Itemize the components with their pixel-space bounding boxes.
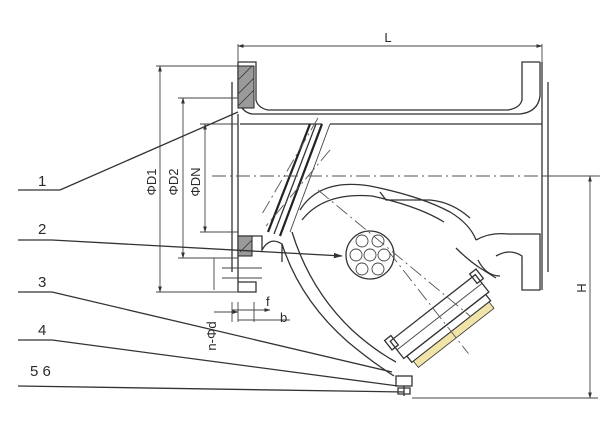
bolt-nut xyxy=(395,375,413,396)
callout-1: 1 xyxy=(38,173,46,190)
dimension-nd-label: n-Φd xyxy=(204,321,219,350)
dimension-D1-label: ΦD1 xyxy=(144,169,159,196)
flange-section xyxy=(237,65,255,257)
dimension-L-label: L xyxy=(384,30,391,45)
dimension-L: L xyxy=(237,30,543,62)
callout-4: 4 xyxy=(38,322,46,339)
dimension-diameters: ΦD1 ΦD2 ΦDN xyxy=(144,65,238,293)
screen-holes xyxy=(345,230,395,280)
dimension-D2-label: ΦD2 xyxy=(166,169,181,196)
dimension-H: H xyxy=(412,175,598,399)
callout-2: 2 xyxy=(38,221,46,238)
y-branch xyxy=(281,183,497,377)
branch-centerline xyxy=(317,189,471,317)
strainer-screen xyxy=(261,117,331,237)
dimension-DN-label: ΦDN xyxy=(188,167,203,196)
dimension-H-label: H xyxy=(574,283,589,292)
dimension-f-label: f xyxy=(266,294,270,309)
bottom-cover xyxy=(383,250,495,368)
callout-5-6: 5 6 xyxy=(30,363,51,380)
callout-3: 3 xyxy=(38,274,46,291)
callouts: 1 2 3 4 5 6 xyxy=(17,111,405,393)
dimension-flange-details: n-Φd f b xyxy=(204,258,290,351)
valve-body xyxy=(231,61,549,293)
dimension-b-label: b xyxy=(280,310,287,325)
